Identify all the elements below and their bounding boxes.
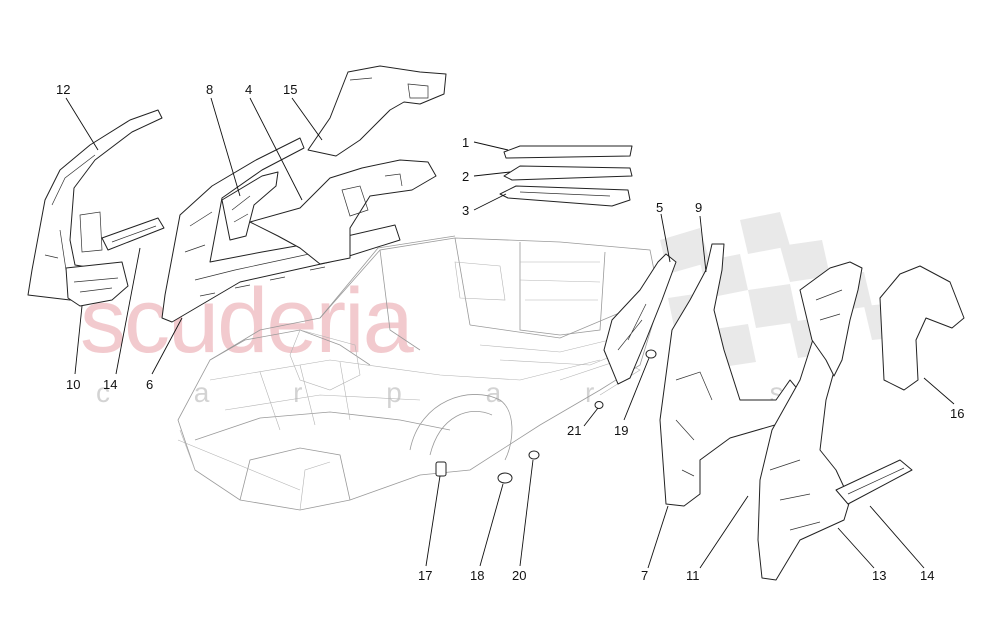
leader-5: [660, 213, 671, 263]
callout-6[interactable]: 6: [146, 377, 153, 392]
part-17-plug: [435, 461, 447, 477]
part-4-inner-quarter: [249, 159, 437, 265]
callout-15[interactable]: 15: [283, 82, 297, 97]
watermark-brand: scuderia: [80, 270, 415, 372]
leader-14a: [115, 247, 141, 375]
leader-16: [923, 377, 955, 405]
leader-9: [699, 215, 707, 273]
callout-13[interactable]: 13: [872, 568, 886, 583]
callout-18[interactable]: 18: [470, 568, 484, 583]
leader-12: [65, 97, 99, 151]
part-1-cross-member: [503, 145, 633, 159]
callout-5[interactable]: 5: [656, 200, 663, 215]
callout-8[interactable]: 8: [206, 82, 213, 97]
callout-3[interactable]: 3: [462, 203, 469, 218]
part-21-plug: [594, 401, 604, 409]
leader-lines: [65, 97, 955, 569]
callout-14-left[interactable]: 14: [103, 377, 117, 392]
part-5-right-pillar: [603, 253, 677, 385]
callout-1[interactable]: 1: [462, 135, 469, 150]
part-10-front-lower: [65, 261, 129, 307]
callout-10[interactable]: 10: [66, 377, 80, 392]
callout-11[interactable]: 11: [686, 568, 700, 583]
part-15-rear-quarter: [307, 65, 447, 157]
callout-16[interactable]: 16: [950, 406, 964, 421]
callout-7[interactable]: 7: [641, 568, 648, 583]
part-19-plug: [645, 349, 657, 359]
leader-4: [249, 97, 303, 201]
leader-2: [473, 171, 511, 177]
leader-18: [479, 483, 504, 567]
leader-21: [583, 407, 599, 427]
callout-labels: 1 2 3 4 5 6 7 8 9 10 11 12 13 14 14 15 1…: [56, 82, 964, 583]
part-rear-inner-structure: [799, 261, 863, 377]
body-shell: [177, 235, 661, 511]
callout-4[interactable]: 4: [245, 82, 252, 97]
leader-8: [210, 97, 241, 197]
leader-19: [623, 357, 650, 421]
leader-14b: [869, 505, 925, 569]
part-14-sill-right: [835, 459, 913, 505]
leader-10: [74, 305, 83, 375]
leader-7: [647, 505, 669, 569]
leader-3: [473, 193, 507, 211]
leader-15: [291, 97, 323, 141]
callout-2[interactable]: 2: [462, 169, 469, 184]
callout-12[interactable]: 12: [56, 82, 70, 97]
leader-13: [837, 527, 875, 569]
part-8-inner-pillar: [221, 171, 279, 241]
part-11-lower-side-panel: [757, 311, 851, 581]
callout-20[interactable]: 20: [512, 568, 526, 583]
callout-21[interactable]: 21: [567, 423, 581, 438]
part-6-side-structure: [161, 137, 401, 323]
leader-1: [473, 141, 509, 151]
part-14-sill-left: [101, 217, 165, 251]
part-20-plug: [528, 450, 540, 460]
part-3-cross-member: [499, 185, 631, 207]
part-7-side-panel: [659, 243, 801, 507]
leader-20: [519, 459, 534, 567]
leader-6: [151, 317, 183, 375]
leader-17: [425, 475, 441, 567]
part-18-plug: [497, 472, 513, 484]
callout-14-right[interactable]: 14: [920, 568, 934, 583]
part-16-rear-fender: [879, 265, 965, 391]
leader-11: [699, 495, 749, 569]
callout-17[interactable]: 17: [418, 568, 432, 583]
part-2-cross-member: [503, 165, 633, 181]
callout-19[interactable]: 19: [614, 423, 628, 438]
callout-9[interactable]: 9: [695, 200, 702, 215]
